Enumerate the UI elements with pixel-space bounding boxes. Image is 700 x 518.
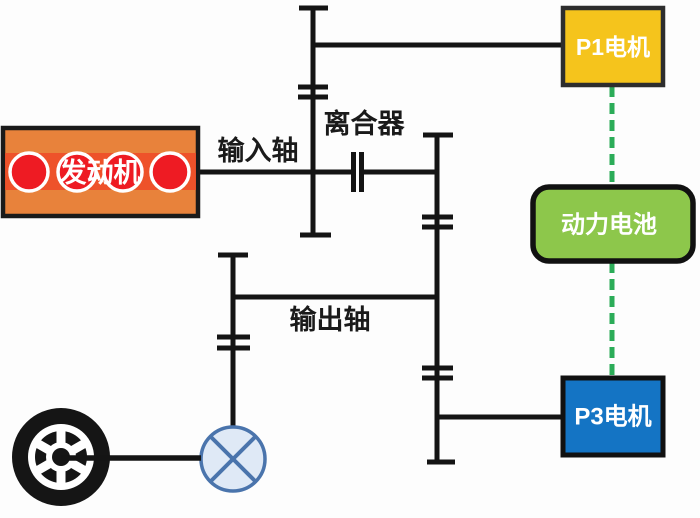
engine-cylinders-icon [8, 151, 191, 193]
p3-motor-node: P3电机 [560, 375, 666, 458]
input-shaft-label: 输入轴 [218, 135, 299, 166]
gear-tick-icon [217, 334, 250, 351]
battery-label: 动力电池 [561, 212, 657, 239]
p3-motor-label: P3电机 [574, 404, 651, 431]
output-shaft-label: 输出轴 [290, 304, 371, 335]
gear-tick-icon [422, 214, 453, 230]
p1-motor-label: P1电机 [576, 34, 650, 60]
clutch-plates-icon [351, 152, 364, 192]
crossed-circle-icon [199, 425, 267, 493]
gear-tick-icon [298, 84, 328, 100]
gear-tick-icon [422, 365, 453, 381]
final-drive-shaft [218, 252, 248, 428]
p1-motor-node: P1电机 [560, 5, 666, 88]
battery-node: 动力电池 [530, 184, 696, 264]
engine-node: 发动机 [0, 125, 201, 219]
engine-label: 发动机 [59, 157, 141, 188]
clutch-label: 离合器 [324, 108, 406, 139]
